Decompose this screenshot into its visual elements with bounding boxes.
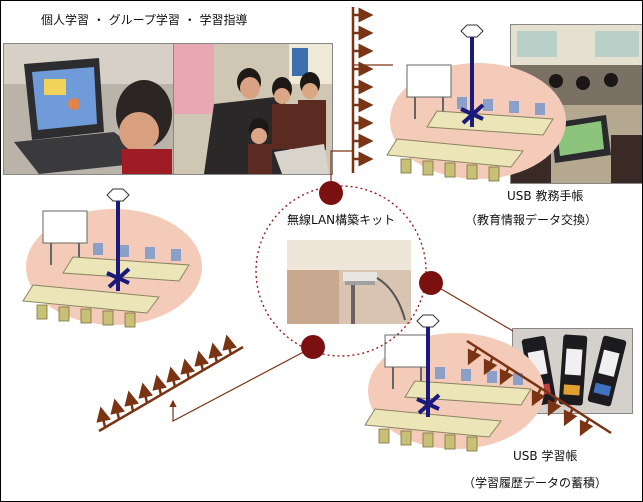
antenna-diagonal-left	[96, 334, 244, 433]
antenna-mast-vertical	[351, 7, 374, 173]
node-bottom	[301, 335, 325, 359]
wireless-kit-label: 無線LAN構築キット	[287, 213, 396, 227]
classroom-upper-right	[386, 62, 567, 182]
wireless-coverage-circle	[255, 185, 427, 357]
connector-lines	[169, 64, 514, 422]
node-top	[319, 181, 343, 205]
diagram-title: 個人学習 ・ グループ学習 ・ 学習指導	[41, 13, 248, 27]
usb-teacher-sublabel: （教育情報データ交換）	[465, 213, 598, 227]
classroom-left	[22, 208, 203, 328]
usb-learning-sublabel: （学習履歴データの蓄積）	[463, 476, 608, 490]
usb-teacher-label: USB 教務手帳	[507, 189, 584, 203]
photo-laptop-student	[3, 43, 175, 175]
classroom-lower-right	[364, 332, 545, 452]
antenna-diagonal-right	[466, 339, 612, 437]
usb-learning-label: USB 学習帳	[513, 449, 578, 463]
node-right	[419, 271, 443, 295]
photo-wireless-device	[287, 240, 411, 324]
photo-group-study	[173, 43, 333, 175]
